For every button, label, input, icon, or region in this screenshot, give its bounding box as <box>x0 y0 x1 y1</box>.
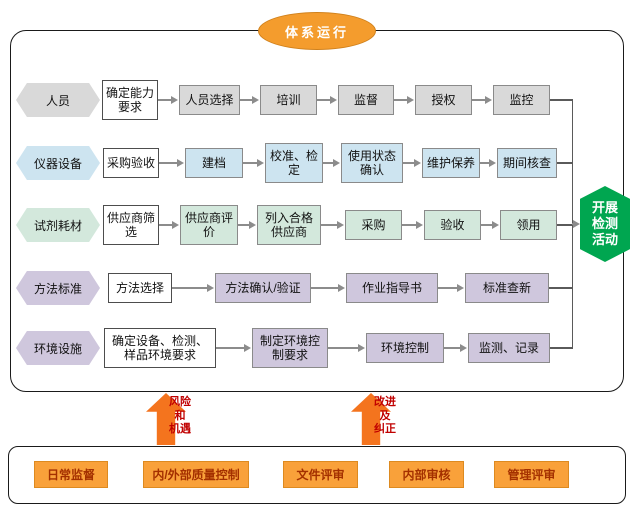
step-box: 验收 <box>424 210 481 240</box>
step-box: 供应商筛选 <box>103 205 159 245</box>
connector-line <box>550 99 573 101</box>
flow-arrow <box>317 95 337 105</box>
step-box: 校准、检定 <box>265 143 323 183</box>
flow-arrow <box>216 343 251 353</box>
step-box: 确定能力要求 <box>102 80 158 120</box>
flow-arrow <box>402 220 423 230</box>
step-box: 授权 <box>415 85 472 115</box>
flow-arrow <box>394 95 414 105</box>
step-box: 标准查新 <box>465 273 549 303</box>
category-reagents-hexagon: 试剂耗材 <box>16 208 100 242</box>
flow-arrow <box>311 283 345 293</box>
flow-arrow <box>328 343 365 353</box>
monitoring-item-management-review: 管理评审 <box>494 461 569 488</box>
flow-arrow <box>240 95 259 105</box>
step-box: 环境控制 <box>366 333 444 363</box>
flow-arrow <box>472 95 492 105</box>
step-box: 采购验收 <box>103 148 159 178</box>
step-box: 作业指导书 <box>346 273 438 303</box>
flow-arrow <box>158 95 178 105</box>
flow-arrow <box>480 158 496 168</box>
step-box: 监督 <box>338 85 394 115</box>
monitoring-item-document-review: 文件评审 <box>283 461 358 488</box>
step-box: 供应商评价 <box>180 205 238 245</box>
flow-arrow <box>481 220 499 230</box>
step-box: 领用 <box>500 210 557 240</box>
step-box: 确定设备、检测、样品环境要求 <box>104 328 216 368</box>
flow-arrow <box>572 219 580 229</box>
testing-activity-result: 开展 检测 活动 <box>580 186 630 262</box>
monitoring-panel <box>8 446 626 504</box>
flow-arrow <box>159 158 184 168</box>
risk-opportunity-label: 风险 和 机遇 <box>169 396 191 435</box>
connector-line <box>557 224 573 226</box>
monitoring-item-internal-audit: 内部审核 <box>389 461 464 488</box>
flow-arrow <box>403 158 421 168</box>
connector-line <box>549 287 573 289</box>
category-environment-hexagon: 环境设施 <box>16 331 100 365</box>
step-box: 培训 <box>260 85 317 115</box>
monitoring-item-quality-control: 内/外部质量控制 <box>143 461 249 488</box>
system-operation-title: 体系运行 <box>258 12 376 50</box>
step-box: 期间核查 <box>497 148 557 178</box>
flow-arrow <box>444 343 467 353</box>
monitoring-item-daily-supervision: 日常监督 <box>34 461 108 488</box>
flow-arrow <box>438 283 464 293</box>
step-box: 列入合格供应商 <box>257 205 321 245</box>
step-box: 采购 <box>345 210 402 240</box>
category-personnel-hexagon: 人员 <box>16 83 100 117</box>
step-box: 使用状态确认 <box>341 143 403 183</box>
flow-arrow <box>159 220 179 230</box>
flow-arrow <box>323 158 340 168</box>
flow-arrow <box>321 220 344 230</box>
category-methods-hexagon: 方法标准 <box>16 271 100 305</box>
step-box: 维护保养 <box>422 148 480 178</box>
step-box: 监测、记录 <box>468 333 550 363</box>
connector-line <box>557 162 573 164</box>
flow-arrow <box>172 283 214 293</box>
step-box: 方法选择 <box>108 273 172 303</box>
flow-arrow <box>243 158 264 168</box>
category-equipment-hexagon: 仪器设备 <box>16 146 100 180</box>
step-box: 人员选择 <box>179 85 240 115</box>
improvement-correction-label: 改进 及 纠正 <box>374 396 396 435</box>
step-box: 建档 <box>185 148 243 178</box>
step-box: 方法确认/验证 <box>215 273 311 303</box>
connector-line <box>550 347 573 349</box>
step-box: 监控 <box>493 85 550 115</box>
step-box: 制定环境控制要求 <box>252 328 328 368</box>
flow-arrow <box>238 220 256 230</box>
